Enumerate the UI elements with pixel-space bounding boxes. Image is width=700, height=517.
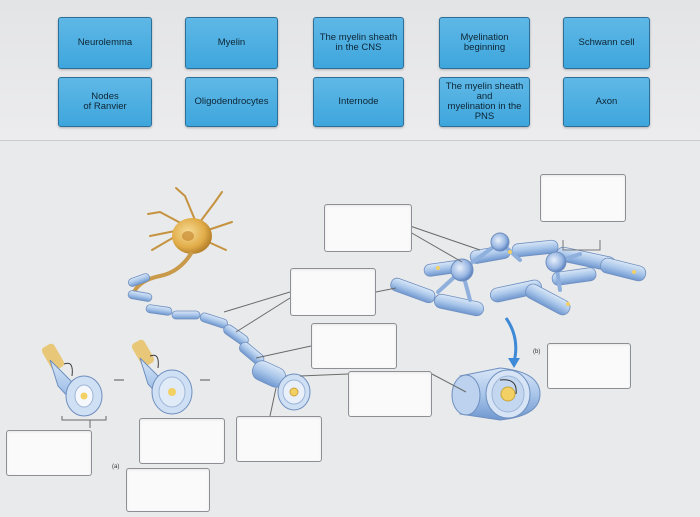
drop-zone-10[interactable] [126, 468, 210, 512]
panel-label-b: (b) [533, 349, 540, 355]
drop-zone-3[interactable] [290, 268, 376, 316]
drop-zone-5[interactable] [547, 343, 631, 389]
drop-zone-6[interactable] [348, 371, 432, 417]
drop-zone-2[interactable] [540, 174, 626, 222]
drop-zone-7[interactable] [6, 430, 92, 476]
panel-label-a: (a) [112, 464, 119, 470]
myelination-stage-2 [130, 338, 192, 414]
curved-arrow [506, 318, 516, 362]
arrow-head [508, 358, 520, 368]
oligodendrocyte-network [389, 233, 647, 317]
myelin-cross-section-large [452, 368, 540, 420]
drop-zone-1[interactable] [324, 204, 412, 252]
drop-zone-8[interactable] [139, 418, 225, 464]
myelination-stage-1 [40, 342, 102, 416]
axon-cross-section-c [278, 374, 310, 410]
drop-zone-9[interactable] [236, 416, 322, 462]
drop-zone-4[interactable] [311, 323, 397, 369]
